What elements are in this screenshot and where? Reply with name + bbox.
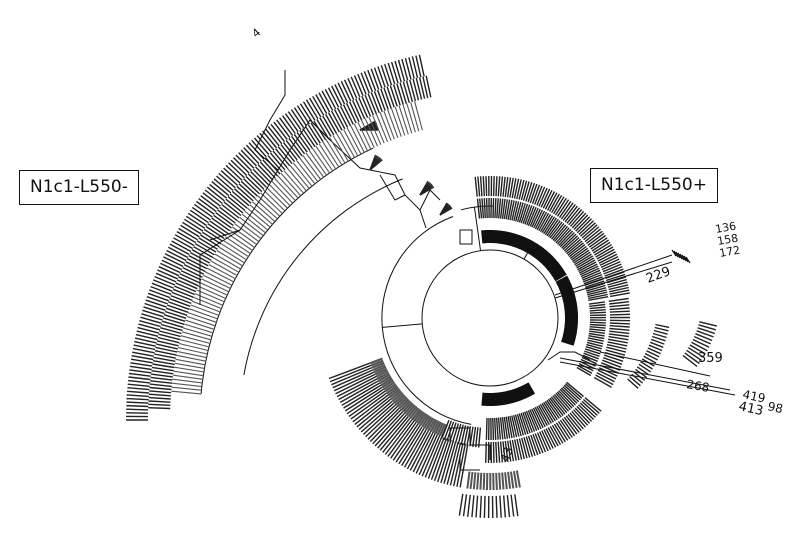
- ladder-labels-b: [420, 181, 434, 195]
- tip-label-172: 172: [718, 244, 741, 260]
- tip-label-229: 229: [644, 264, 672, 287]
- tip-label-4: 4: [250, 26, 264, 40]
- tip-label-98: 98: [766, 399, 784, 416]
- left-clade-backbone: [244, 179, 403, 375]
- cluster-label-l550-positive: N1c1-L550+: [590, 168, 718, 203]
- ladder-labels-a: [370, 155, 382, 170]
- right-inner-block-lower: [556, 277, 578, 345]
- right-inner-branch: [524, 253, 528, 259]
- bottom-stub-gray: [467, 471, 520, 490]
- root-ring: [422, 250, 558, 386]
- small-node-box: [460, 230, 472, 244]
- cluster-label-l550-negative: N1c1-L550-: [19, 170, 139, 205]
- bottom-ring-2: [459, 494, 517, 518]
- tip-label-268: 268: [685, 377, 710, 395]
- ladder-labels-c: [440, 203, 452, 215]
- tip-label-359: 359: [698, 351, 723, 366]
- root-branch-left: [382, 324, 422, 327]
- right-ring-3: [577, 302, 606, 376]
